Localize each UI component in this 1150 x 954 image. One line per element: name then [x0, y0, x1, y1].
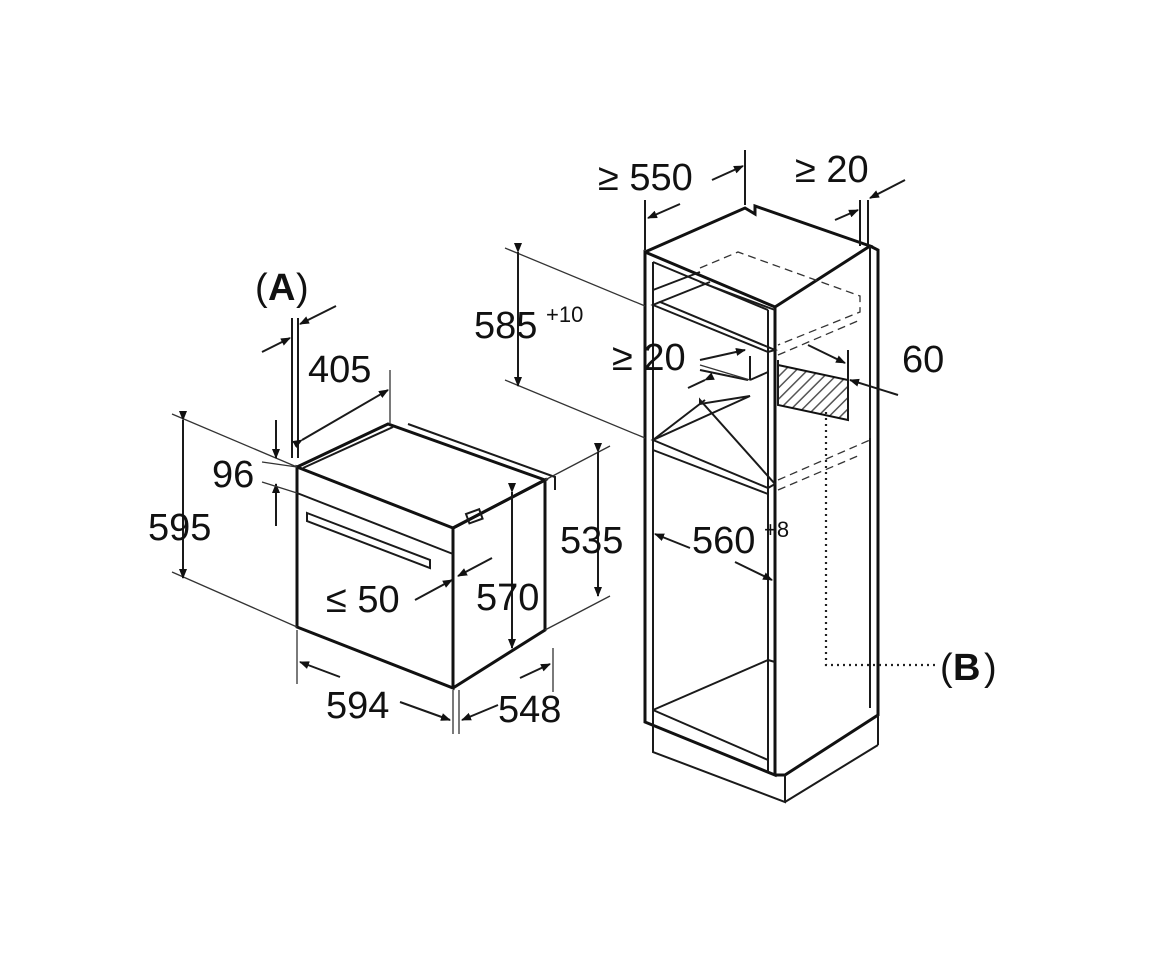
dim-60: 60: [902, 339, 944, 381]
ventilation-opening: [777, 363, 849, 422]
label-a-open: (: [255, 267, 268, 309]
dim-405: 405: [308, 349, 371, 391]
oven-dimensions: [171, 305, 611, 734]
oven-front-face: [295, 464, 455, 691]
label-a: A: [268, 267, 295, 309]
dim-20-mid: ≥ 20: [612, 337, 686, 379]
cabinet-front: [643, 249, 777, 778]
dimension-labels: ( A ) 405 96 595 ≤ 50 570 535 594 548 ≥ …: [148, 149, 997, 731]
dim-560: 560: [692, 520, 755, 562]
dim-570: 570: [476, 577, 539, 619]
dim-595: 595: [148, 507, 211, 549]
oven-handle: [306, 511, 431, 570]
cabinet-drawing: [643, 203, 880, 804]
label-b-open: (: [940, 647, 953, 689]
dim-20-top: ≥ 20: [795, 149, 869, 191]
dim-550: ≥ 550: [598, 157, 693, 199]
dim-585: 585: [474, 305, 537, 347]
dim-594: 594: [326, 685, 389, 727]
dim-560-tolerance: +8: [764, 517, 789, 542]
label-b: B: [953, 647, 980, 689]
cabinet-dimensions: [504, 150, 935, 667]
dim-50: ≤ 50: [326, 579, 400, 621]
dim-548: 548: [498, 689, 561, 731]
dim-585-tolerance: +10: [546, 302, 583, 327]
dim-96: 96: [212, 454, 254, 496]
label-b-close: ): [984, 647, 997, 689]
oven-drawing: [295, 422, 556, 691]
label-a-close: ): [296, 267, 309, 309]
dim-535: 535: [560, 520, 623, 562]
